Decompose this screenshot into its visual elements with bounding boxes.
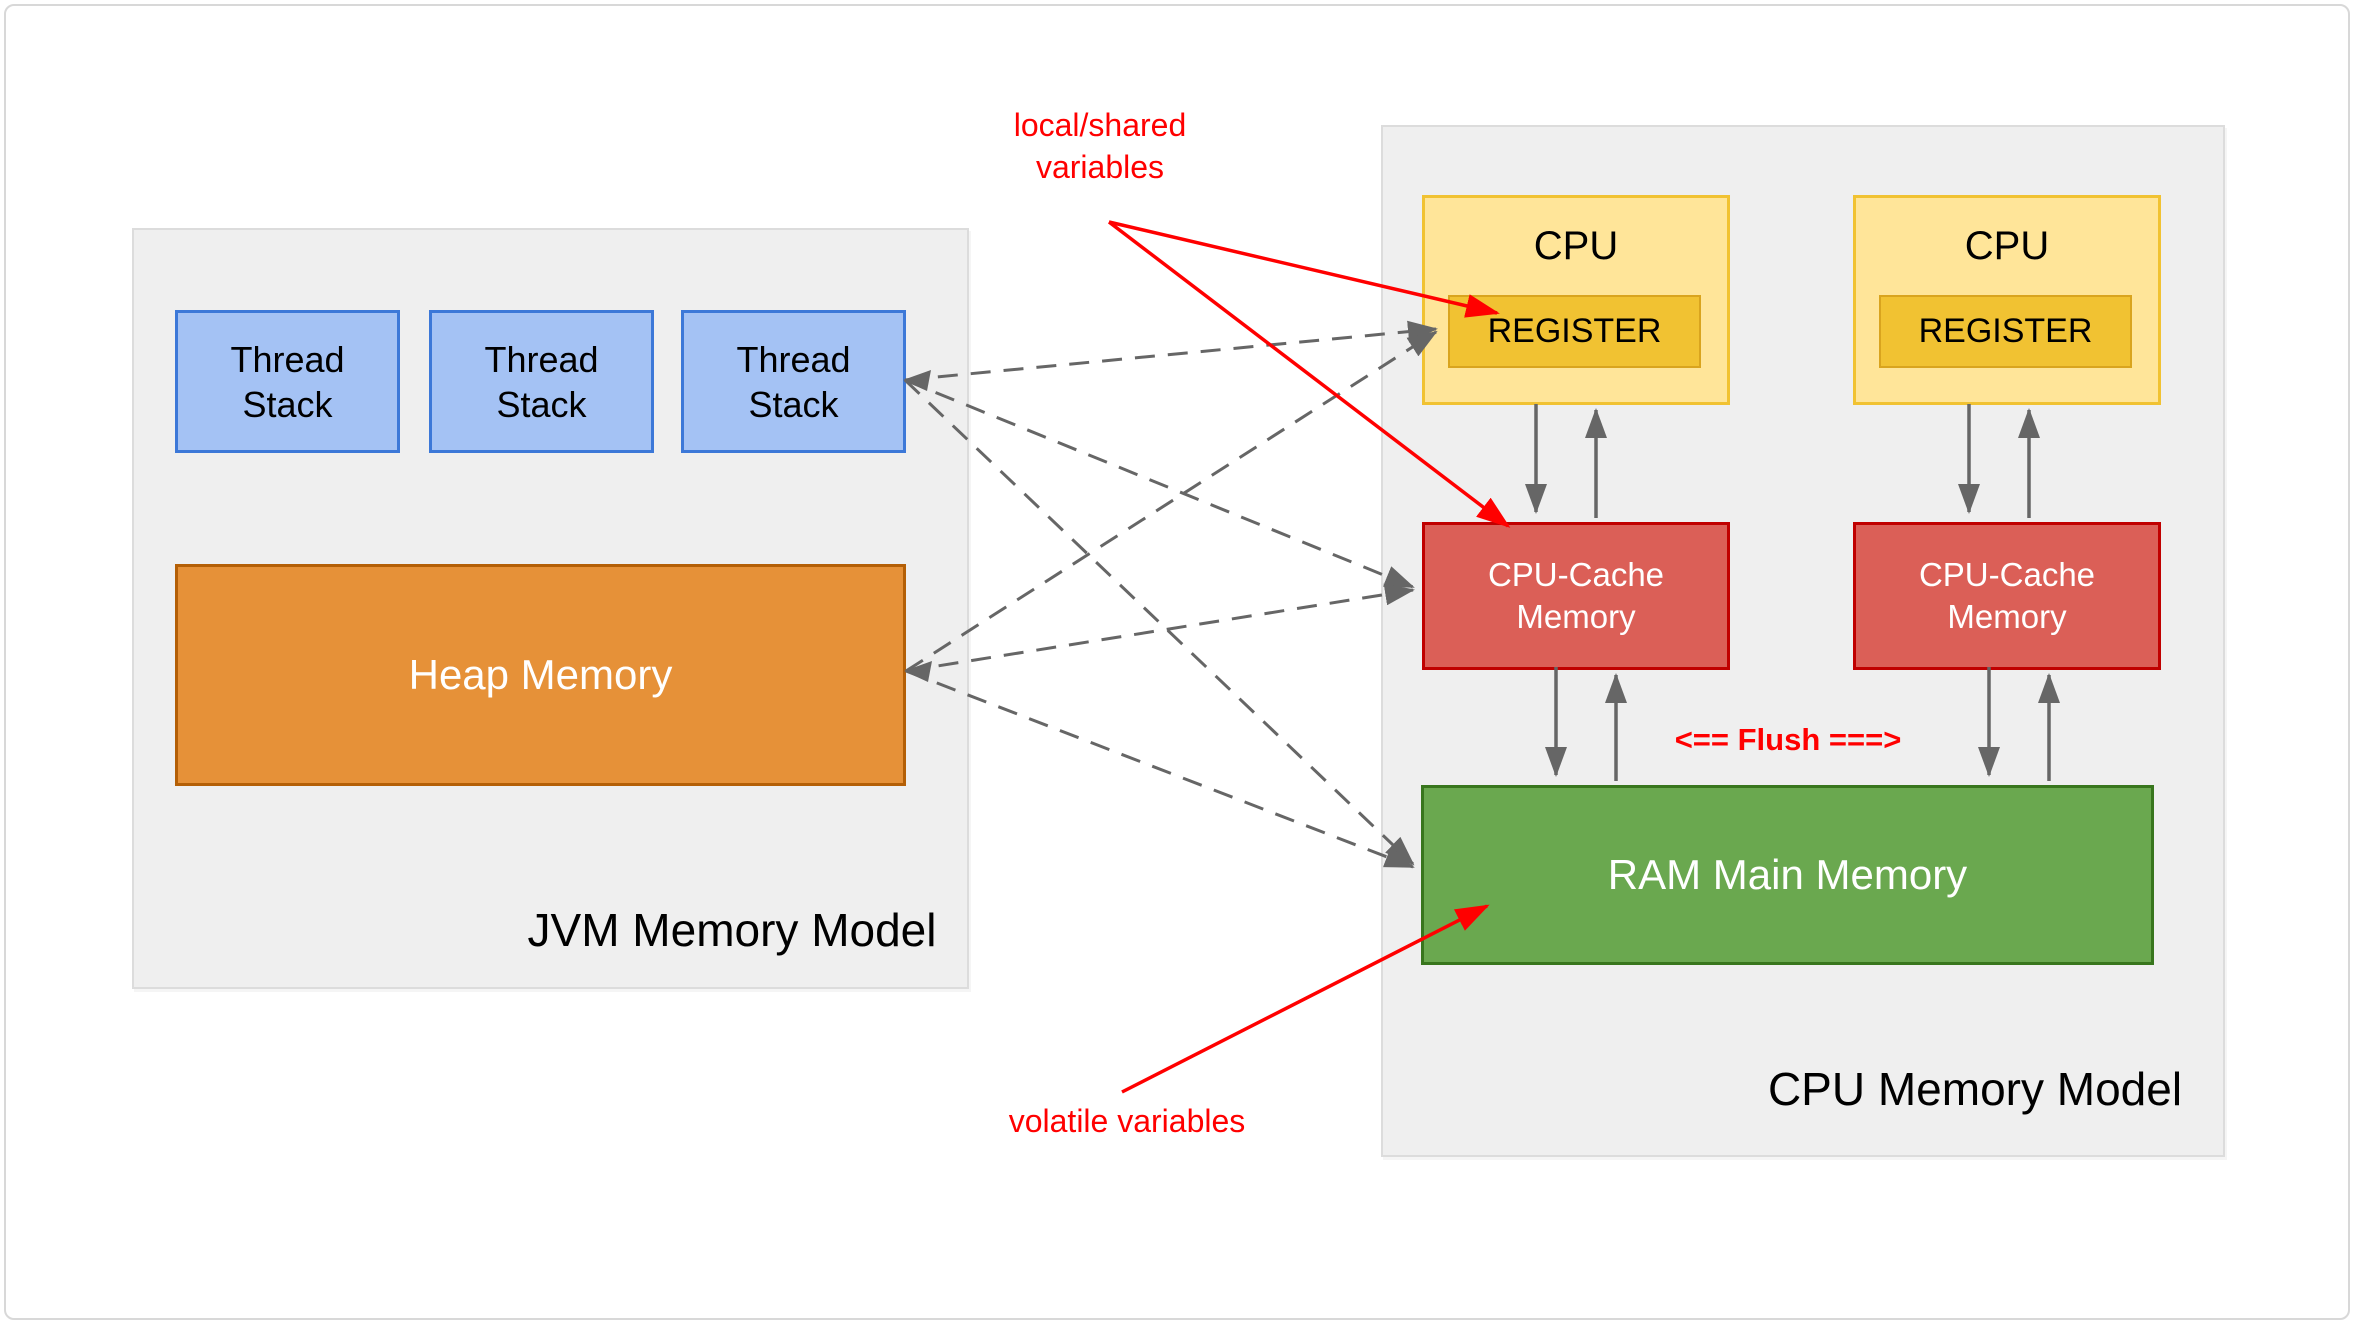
local-shared-variables-annotation: local/shared variables (900, 104, 1300, 188)
cpu-cache-label-2: CPU-Cache Memory (1918, 556, 2096, 635)
thread-stack-box-2: Thread Stack (429, 310, 654, 453)
heap-memory-label: Heap Memory (408, 651, 673, 698)
jvm-section-title: JVM Memory Model (527, 904, 937, 956)
register-label-2: REGISTER (1918, 312, 2093, 350)
local-shared-line1: local/shared (1013, 107, 1187, 143)
register-box-1: REGISTER (1448, 295, 1701, 368)
volatile-variables-annotation: volatile variables (1008, 1103, 1246, 1139)
cpu-cache-label-1: CPU-Cache Memory (1487, 556, 1665, 635)
register-box-2: REGISTER (1879, 295, 2132, 368)
dashed-arrow-heap-to-ram (905, 669, 1415, 869)
cpu-box-1: CPU REGISTER (1422, 195, 1730, 405)
jvm-section: Thread Stack Thread Stack Thread Stack H… (132, 228, 969, 989)
register-label-1: REGISTER (1487, 312, 1662, 350)
heap-memory-box: Heap Memory (175, 564, 906, 786)
dashed-arrow-threadstack-to-register (904, 320, 1438, 382)
cpu-box-2: CPU REGISTER (1853, 195, 2161, 405)
flush-annotation: <== Flush ===> (1674, 722, 1902, 757)
thread-stack-box-1: Thread Stack (175, 310, 400, 453)
local-shared-line2: variables (1035, 149, 1165, 185)
cpu-section-title: CPU Memory Model (1767, 1063, 2183, 1115)
thread-stack-label-1: Thread Stack (230, 338, 345, 425)
dashed-arrow-threadstack-to-ram (903, 378, 1415, 866)
cpu-section: CPU REGISTER CPU REGISTER CPU-Cache Memo… (1381, 125, 2225, 1157)
cpu-cache-box-1: CPU-Cache Memory (1422, 522, 1730, 670)
ram-main-memory-box: RAM Main Memory (1421, 785, 2154, 965)
dashed-arrow-threadstack-to-cache (904, 378, 1415, 589)
cpu-label-1: CPU (1533, 224, 1619, 268)
ram-main-memory-label: RAM Main Memory (1607, 851, 1968, 898)
cpu-label-2: CPU (1964, 224, 2050, 268)
dashed-arrow-heap-to-register (905, 330, 1438, 673)
thread-stack-label-2: Thread Stack (484, 338, 599, 425)
cpu-cache-box-2: CPU-Cache Memory (1853, 522, 2161, 670)
dashed-arrow-heap-to-cache (905, 583, 1415, 673)
thread-stack-box-3: Thread Stack (681, 310, 906, 453)
thread-stack-label-3: Thread Stack (736, 338, 851, 425)
